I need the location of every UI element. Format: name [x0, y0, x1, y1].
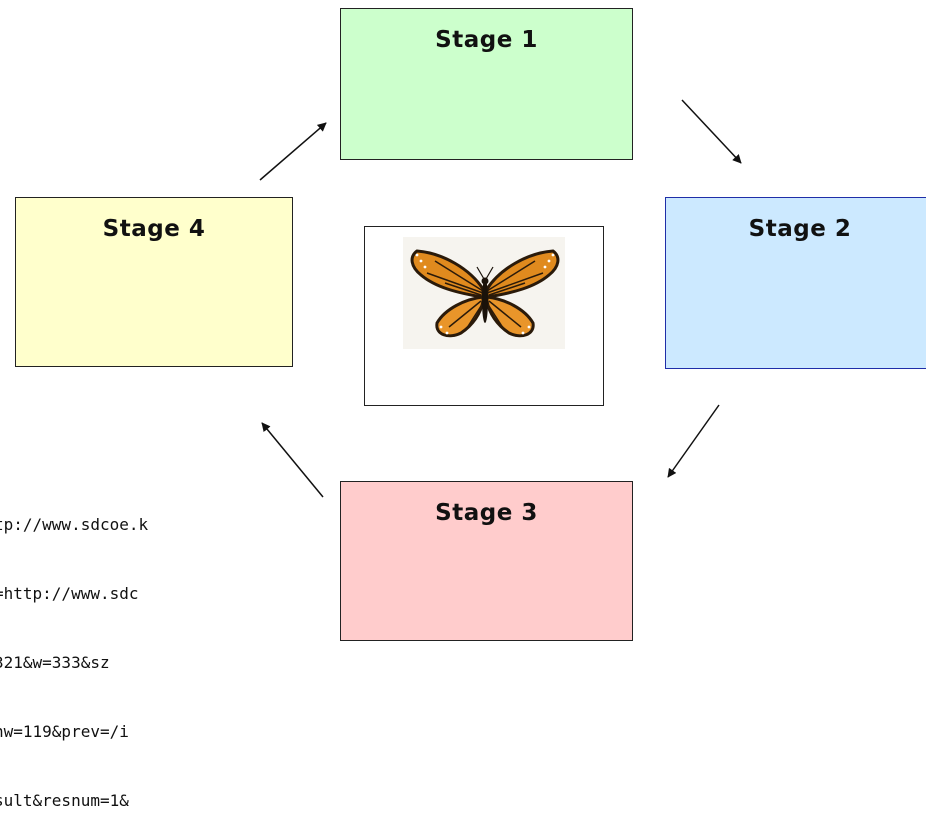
arrow-stage2-to-stage3 [667, 404, 720, 478]
stage-1-label: Stage 1 [435, 27, 538, 53]
arrow-stage1-to-stage2 [681, 99, 742, 164]
butterfly-image [403, 237, 565, 349]
url-line: =http://www.sdc [0, 584, 139, 603]
stage-4-label: Stage 4 [102, 216, 206, 242]
center-image-box [364, 226, 604, 406]
stage-4-box: Stage 4 [15, 197, 293, 367]
url-line: sult&resnum=1& [0, 791, 129, 810]
stage-2-label: Stage 2 [748, 216, 852, 242]
stage-3-label: Stage 3 [435, 500, 538, 526]
url-line: tp://www.sdcoe.k [0, 515, 149, 534]
arrow-stage4-to-stage1 [259, 122, 327, 181]
stage-3-box: Stage 3 [340, 481, 633, 641]
stage-1-box: Stage 1 [340, 8, 633, 160]
arrow-stage3-to-stage4 [261, 422, 324, 498]
url-line: nw=119&prev=/i [0, 722, 129, 741]
cycle-arrows [259, 99, 742, 498]
stage-2-box: Stage 2 [665, 197, 926, 369]
url-fragment-text: tp://www.sdcoe.k =http://www.sdc 321&w=3… [0, 467, 324, 835]
url-line: 321&w=333&sz [0, 653, 110, 672]
